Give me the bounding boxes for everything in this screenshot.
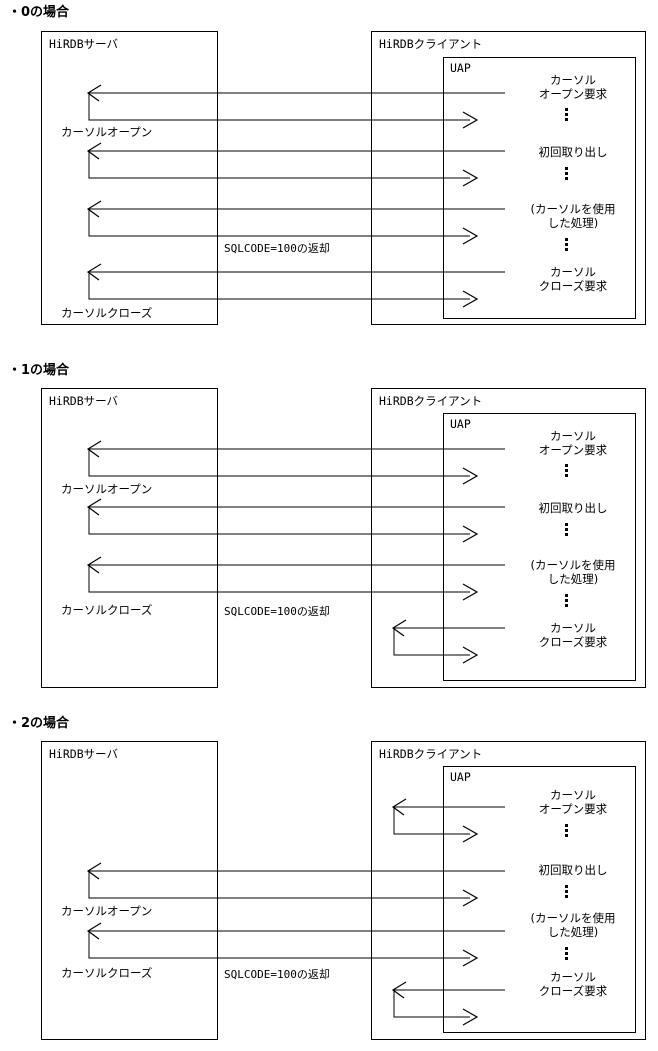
middle-note-sqlcode-case-0: SQLCODE=100の返却 [224, 242, 330, 255]
client-box-label-case-2: HiRDBクライアント [379, 747, 483, 761]
uap-box-case-1 [443, 413, 636, 681]
flow-arrows-case-2 [86, 798, 505, 1026]
uap-step-2-line-0-case-2: (カーソルを使用 [530, 911, 616, 925]
client-box-case-2 [371, 741, 646, 1040]
vertical-dots-2-case-1 [560, 592, 572, 609]
server-box-label-case-1: HiRDBサーバ [49, 394, 119, 408]
uap-step-1-line-0-case-0: 初回取り出し [538, 145, 608, 159]
uap-step-3-line-0-case-1: カーソル [550, 621, 596, 635]
client-box-case-1 [371, 388, 646, 688]
uap-step-3-line-0-case-0: カーソル [550, 265, 596, 279]
uap-box-case-0 [443, 57, 636, 319]
uap-step-2-line-0-case-1: (カーソルを使用 [530, 558, 616, 572]
uap-step-2-line-1-case-0: した処理) [547, 216, 599, 230]
server-note-cursor-close-case-1: カーソルクローズ [61, 603, 153, 617]
section-header-case-0: ・0の場合 [8, 5, 70, 20]
server-note-cursor-open-case-0: カーソルオープン [61, 125, 153, 139]
uap-step-0-line-0-case-2: カーソル [550, 788, 596, 802]
server-note-cursor-close-case-2: カーソルクローズ [61, 966, 153, 980]
middle-note-sqlcode-case-1: SQLCODE=100の返却 [224, 605, 330, 618]
uap-step-0-line-0-case-1: カーソル [550, 429, 596, 443]
uap-step-3-line-0-case-2: カーソル [550, 970, 596, 984]
server-box-label-case-0: HiRDBサーバ [49, 37, 119, 51]
flow-arrows-case-1 [86, 440, 505, 664]
uap-step-0-line-1-case-1: オープン要求 [538, 443, 608, 457]
uap-step-3-line-1-case-0: クローズ要求 [538, 279, 608, 293]
server-note-cursor-close-case-0: カーソルクローズ [61, 306, 153, 320]
uap-step-0-line-0-case-0: カーソル [550, 73, 596, 87]
server-note-cursor-open-case-1: カーソルオープン [61, 482, 153, 496]
server-note-cursor-open-case-2: カーソルオープン [61, 904, 153, 918]
uap-step-2-line-1-case-1: した処理) [547, 572, 599, 586]
uap-box-label-case-1: UAP [450, 417, 471, 431]
server-box-case-1 [41, 388, 218, 688]
client-box-label-case-0: HiRDBクライアント [379, 37, 483, 51]
diagram-section-case-2: ・2の場合 HiRDBサーバ HiRDBクライアント UAP カーソルオープン … [0, 705, 658, 1051]
vertical-dots-2-case-2 [560, 945, 572, 962]
vertical-dots-0-case-0 [560, 106, 572, 123]
section-header-case-2: ・2の場合 [8, 716, 70, 731]
uap-step-0-line-1-case-2: オープン要求 [538, 802, 608, 816]
diagram-section-case-0: ・0の場合 HiRDBサーバ HiRDBクライアント UAP カーソルオープン … [0, 0, 658, 350]
server-box-case-2 [41, 741, 218, 1040]
diagram-section-case-1: ・1の場合 HiRDBサーバ HiRDBクライアント UAP カーソルオープン … [0, 350, 658, 705]
vertical-dots-0-case-2 [560, 822, 572, 839]
uap-step-2-line-0-case-0: (カーソルを使用 [530, 202, 616, 216]
uap-step-0-line-1-case-0: オープン要求 [538, 87, 608, 101]
uap-step-3-line-1-case-1: クローズ要求 [538, 635, 608, 649]
middle-note-sqlcode-case-2: SQLCODE=100の返却 [224, 968, 330, 981]
uap-box-label-case-0: UAP [450, 61, 471, 75]
vertical-dots-2-case-0 [560, 236, 572, 253]
uap-step-1-line-0-case-2: 初回取り出し [538, 863, 608, 877]
section-header-case-1: ・1の場合 [8, 363, 70, 378]
uap-step-2-line-1-case-2: した処理) [547, 925, 599, 939]
vertical-dots-0-case-1 [560, 462, 572, 479]
server-box-label-case-2: HiRDBサーバ [49, 747, 119, 761]
uap-step-1-line-0-case-1: 初回取り出し [538, 501, 608, 515]
flow-arrows-case-0 [86, 84, 505, 308]
uap-box-label-case-2: UAP [450, 770, 471, 784]
vertical-dots-1-case-2 [560, 883, 572, 900]
uap-box-case-2 [443, 766, 636, 1033]
vertical-dots-1-case-0 [560, 165, 572, 182]
client-box-label-case-1: HiRDBクライアント [379, 394, 483, 408]
uap-step-3-line-1-case-2: クローズ要求 [538, 984, 608, 998]
vertical-dots-1-case-1 [560, 521, 572, 538]
